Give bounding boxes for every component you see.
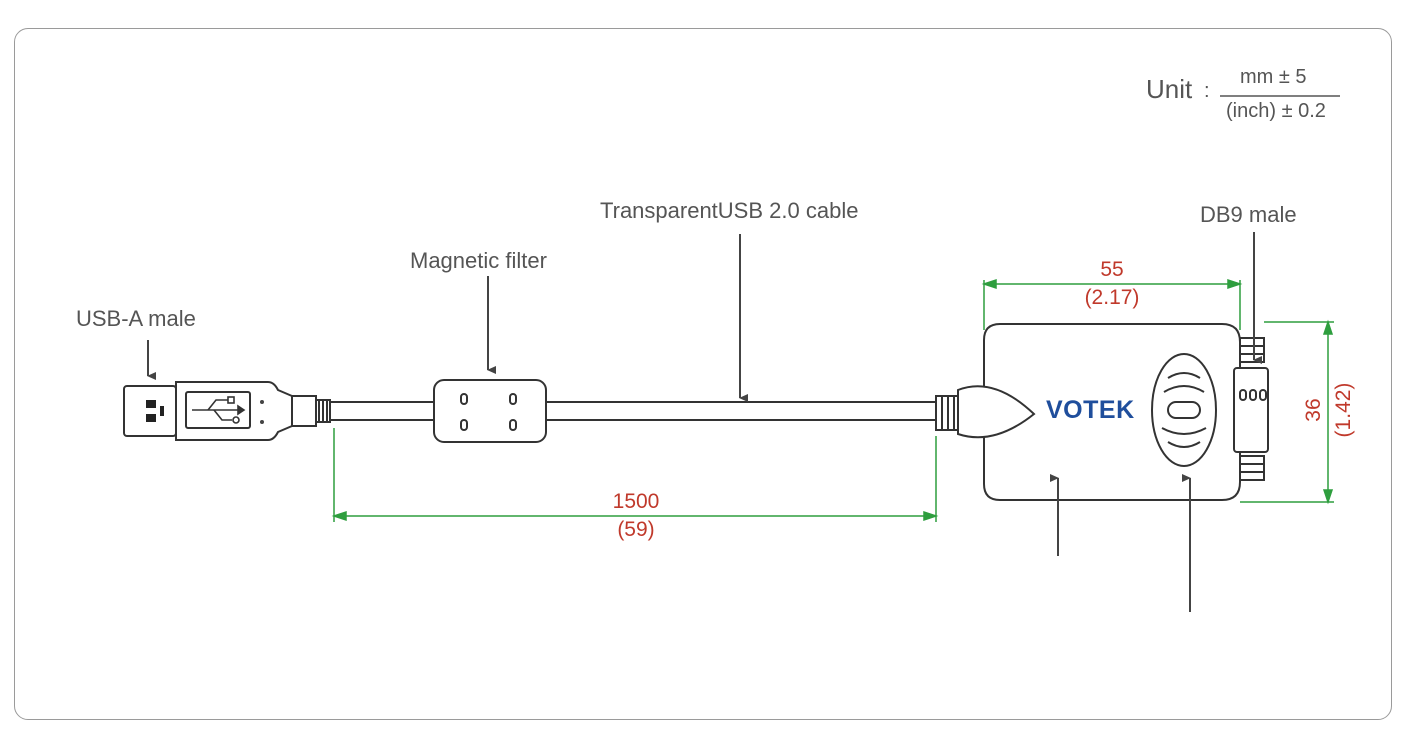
usb-a-label: USB-A male xyxy=(76,306,196,331)
votek-logo: VOTEK xyxy=(1046,396,1135,424)
diagram-frame xyxy=(14,28,1392,720)
db9-adapter-housing xyxy=(935,323,1241,501)
usb-a-plug xyxy=(123,381,331,441)
height-mm: 36 xyxy=(1302,398,1325,422)
unit-label: Unit xyxy=(1146,74,1193,104)
db9-label: DB9 male xyxy=(1200,202,1297,227)
callout-arrows xyxy=(147,232,1262,612)
dimension-lines xyxy=(331,278,1334,522)
height-inch: (1.42) xyxy=(1332,382,1355,438)
length-inch: (59) xyxy=(617,518,655,541)
length-mm: 1500 xyxy=(612,490,660,513)
magnetic-filter-body xyxy=(433,379,547,443)
magnetic-filter-label: Magnetic filter xyxy=(410,248,547,273)
unit-denominator: (inch) ± 0.2 xyxy=(1226,100,1326,122)
unit-numerator: mm ± 5 xyxy=(1240,66,1307,88)
width-inch: (2.17) xyxy=(1084,286,1140,309)
unit-colon: : xyxy=(1204,80,1210,102)
width-mm: 55 xyxy=(1100,258,1124,281)
usb-cable xyxy=(330,401,936,421)
usb-trident-icon xyxy=(192,396,246,424)
db9-connector xyxy=(1233,337,1269,481)
cable-label: TransparentUSB 2.0 cable xyxy=(600,198,859,223)
